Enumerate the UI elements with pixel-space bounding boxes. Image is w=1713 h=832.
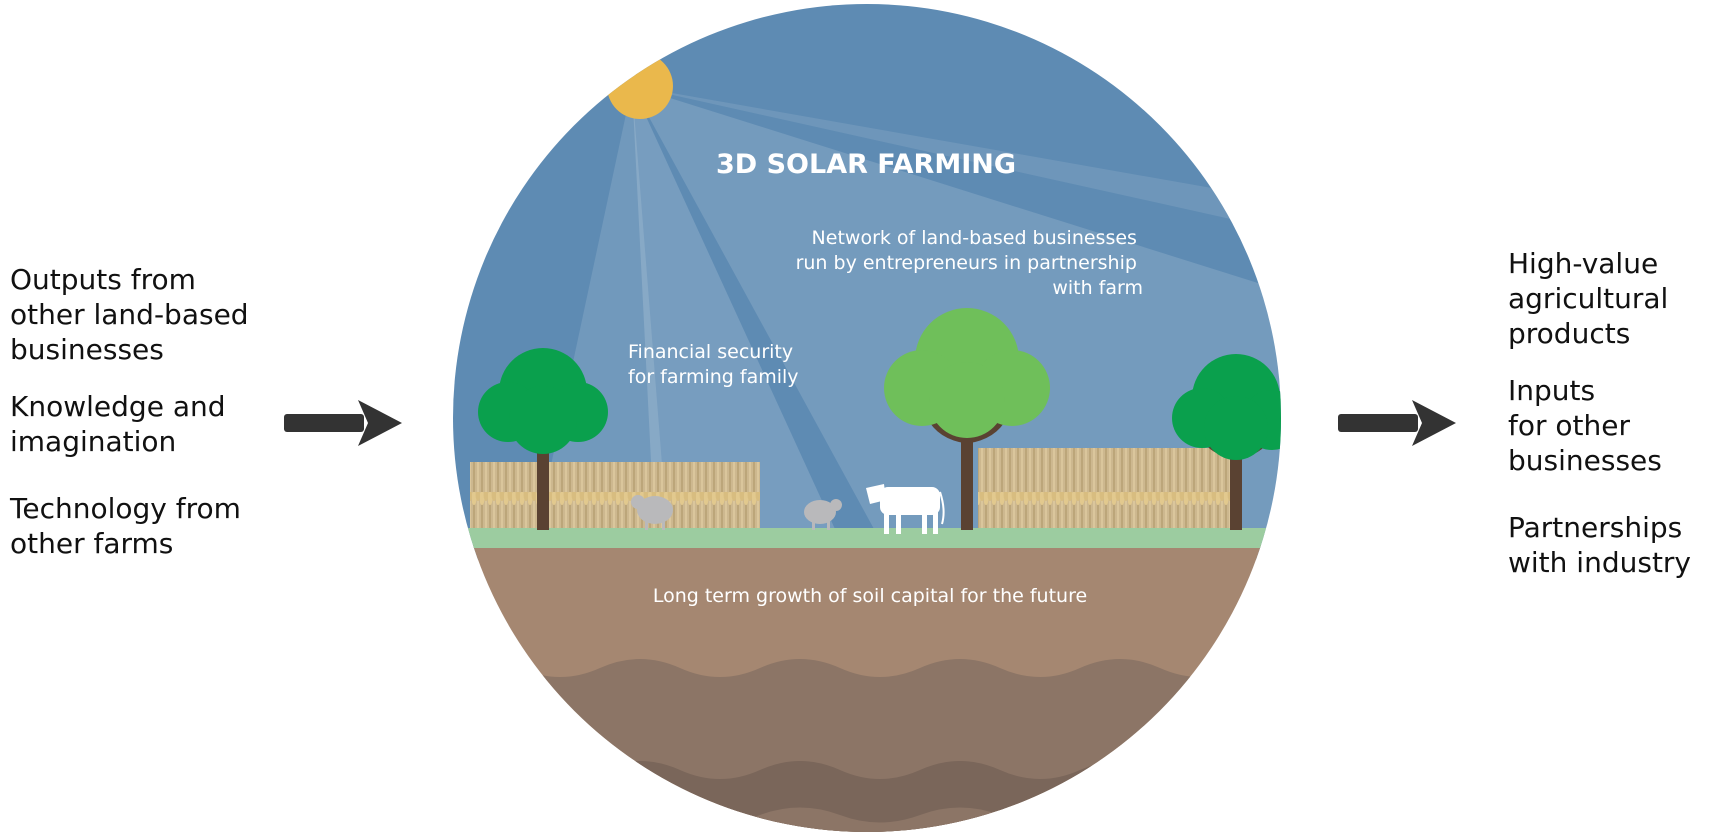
sun xyxy=(607,53,673,119)
soil-text: Long term growth of soil capital for the… xyxy=(653,585,1087,607)
outputs-list: High-value agricultural products Inputs … xyxy=(1508,246,1708,602)
wheat-field-left xyxy=(470,462,760,532)
tree-right xyxy=(1172,354,1281,530)
network-text: Network of land-based businesses run by … xyxy=(796,227,1143,299)
circle-scene: 3D SOLAR FARMING Network of land-based b… xyxy=(453,4,1281,832)
financial-line-2: for farming family xyxy=(628,366,799,388)
input-item: Outputs from other land-based businesses xyxy=(10,263,249,366)
grass-strip xyxy=(453,528,1281,548)
network-line-2: run by entrepreneurs in partnership xyxy=(796,252,1137,274)
sheep-right xyxy=(804,499,842,530)
arrow-right-icon xyxy=(1338,400,1456,446)
wheat-field-right xyxy=(978,448,1233,532)
output-item: High-value agricultural products xyxy=(1508,247,1669,350)
network-line-1: Network of land-based businesses xyxy=(812,227,1137,249)
inputs-list: Outputs from other land-based businesses… xyxy=(10,262,280,583)
input-item: Technology from other farms xyxy=(10,492,241,560)
arrow-right-icon xyxy=(284,400,402,446)
cow xyxy=(866,484,945,534)
tree-middle xyxy=(884,308,1050,530)
tree-left xyxy=(478,348,608,530)
financial-line-1: Financial security xyxy=(628,341,793,363)
network-line-3: with farm xyxy=(1052,277,1143,299)
sheep-left xyxy=(631,495,673,530)
output-item: Partnerships with industry xyxy=(1508,511,1691,579)
diagram-title: 3D SOLAR FARMING xyxy=(716,149,1016,180)
output-item: Inputs for other businesses xyxy=(1508,374,1662,477)
financial-text: Financial security for farming family xyxy=(628,341,799,388)
input-item: Knowledge and imagination xyxy=(10,390,226,458)
